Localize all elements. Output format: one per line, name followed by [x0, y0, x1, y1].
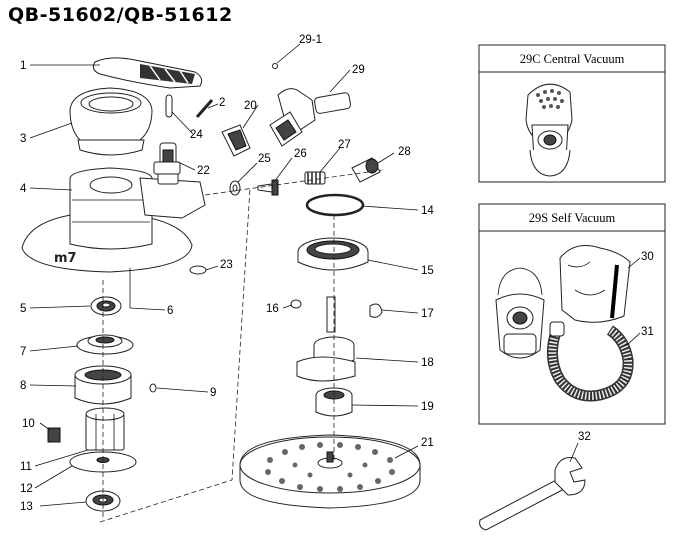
- label-26: 26: [294, 148, 307, 160]
- part-29-exhaust-elbow: [269, 88, 351, 147]
- label-8: 8: [20, 380, 26, 392]
- label-31: 31: [641, 326, 654, 338]
- label-5: 5: [20, 303, 26, 315]
- label-32: 32: [578, 431, 591, 443]
- label-29-1: 29-1: [299, 34, 322, 46]
- part-16-o-ring: [290, 299, 302, 309]
- diagram-title: QB-51602/QB-51612: [8, 4, 233, 26]
- central-vacuum-title: 29C Central Vacuum: [520, 52, 625, 66]
- tool-logo: m7: [54, 251, 77, 266]
- central-vacuum-box: 29C Central Vacuum: [478, 44, 666, 183]
- part-labels: 1 2 3 4 5 6 7 8 9 10 11 12 13 14 15 16 1…: [20, 34, 654, 513]
- label-18: 18: [421, 357, 434, 369]
- label-9: 9: [210, 387, 216, 399]
- self-vacuum-adaptor: [495, 267, 545, 359]
- part-18-spindle: [296, 296, 356, 382]
- label-10: 10: [22, 418, 35, 430]
- label-1: 1: [20, 60, 26, 72]
- part-23-o-ring: [189, 265, 207, 275]
- self-vacuum-title: 29S Self Vacuum: [529, 211, 616, 225]
- label-4: 4: [20, 183, 27, 195]
- part-22-throttle-valve: [153, 142, 181, 175]
- part-3-top-housing: [69, 87, 153, 156]
- vacuum-hose-part: [546, 321, 634, 402]
- dust-bag-part: [559, 245, 631, 323]
- part-27-spring: [304, 171, 326, 185]
- part-7-bearing-cap: [76, 334, 134, 355]
- label-25: 25: [258, 153, 271, 165]
- label-17: 17: [421, 308, 434, 320]
- label-7: 7: [20, 346, 26, 358]
- label-14: 14: [421, 205, 434, 217]
- part-9-pin: [149, 383, 157, 393]
- part-24-pin: [165, 94, 173, 118]
- label-11: 11: [20, 461, 32, 473]
- part-17-key: [369, 303, 383, 318]
- central-vacuum-part: [525, 83, 573, 177]
- label-6: 6: [167, 305, 173, 317]
- label-20: 20: [244, 100, 257, 112]
- self-vacuum-box: 29S Self Vacuum: [478, 203, 666, 425]
- part-26-valve-stem: [257, 179, 279, 196]
- part-10-vane: [47, 427, 61, 443]
- label-19: 19: [421, 401, 434, 413]
- leader-lines: [29, 43, 641, 507]
- part-29-1-screw: [272, 63, 278, 69]
- part-14-o-ring: [305, 193, 365, 217]
- part-20-valve-body: [221, 124, 251, 157]
- label-22: 22: [197, 165, 210, 177]
- label-3: 3: [20, 133, 26, 145]
- part-28-inlet-bushing: [351, 157, 381, 183]
- label-21: 21: [421, 437, 434, 449]
- part-32-wrench: [479, 457, 586, 531]
- label-23: 23: [220, 259, 233, 271]
- part-15-balancer: [297, 237, 369, 271]
- label-30: 30: [641, 251, 654, 263]
- label-24: 24: [190, 129, 203, 141]
- part-21-backing-pad: [239, 434, 421, 509]
- label-29: 29: [352, 64, 365, 76]
- label-27: 27: [338, 139, 351, 151]
- part-4-main-housing: m7: [21, 167, 206, 308]
- label-16: 16: [266, 303, 279, 315]
- label-15: 15: [421, 265, 434, 277]
- part-11-rotor: [85, 407, 125, 451]
- part-5-bearing: [90, 296, 122, 316]
- label-12: 12: [20, 483, 33, 495]
- label-2: 2: [219, 97, 225, 109]
- label-13: 13: [20, 501, 33, 513]
- part-25-washer: [229, 180, 241, 196]
- part-2-pin: [195, 99, 214, 118]
- label-28: 28: [398, 146, 411, 158]
- part-1-handle-cover: [92, 57, 203, 89]
